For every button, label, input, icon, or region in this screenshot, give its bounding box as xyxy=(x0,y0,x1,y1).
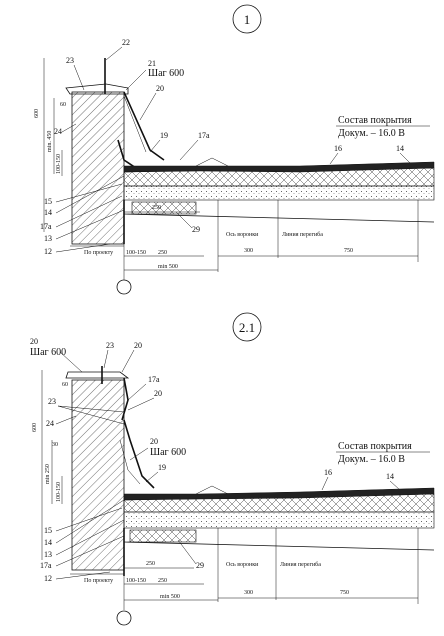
label-17a-top: 17а xyxy=(198,131,210,140)
label-15-2: 15 xyxy=(44,526,52,535)
label-14-right: 14 xyxy=(396,144,404,153)
dim-min500: min 500 xyxy=(158,264,178,270)
label-15: 15 xyxy=(44,197,52,206)
label-29-2: 29 xyxy=(196,561,204,570)
dim-250b-2: 250 xyxy=(158,578,167,584)
label-19: 19 xyxy=(160,131,168,140)
axis-marker-2 xyxy=(116,610,132,626)
diagram-2-title: 2.1 xyxy=(239,320,255,335)
roof-membrane xyxy=(123,161,435,173)
note-po-proektu-2: По проекту xyxy=(84,578,113,584)
note-os-voronki: Ось воронки xyxy=(226,232,259,238)
dim-min450: min. 450 xyxy=(47,131,53,152)
note-os-voronki-2: Ось воронки xyxy=(226,562,259,568)
label-20: 20 xyxy=(156,84,164,93)
diagram-1: 1 600 min. 450 100-150 60 23 xyxy=(34,4,435,295)
label-13-2: 13 xyxy=(44,550,52,559)
parapet-wall-2 xyxy=(71,379,125,571)
label-23: 23 xyxy=(66,56,74,65)
slanted-flashing-2 xyxy=(123,419,155,489)
label-29: 29 xyxy=(192,225,200,234)
concrete-slab-2 xyxy=(123,511,435,529)
slanted-flashing xyxy=(123,91,165,161)
dim-750: 750 xyxy=(344,248,353,254)
dim-300-2: 300 xyxy=(244,590,253,596)
label-20-2: 20 xyxy=(150,437,158,446)
label-16-2: 16 xyxy=(324,468,332,477)
dim-100-150: 100-150 xyxy=(126,250,146,256)
concrete-slab xyxy=(123,185,435,201)
label-12: 12 xyxy=(44,247,52,256)
label-24-2: 24 xyxy=(46,419,54,428)
parapet-cap xyxy=(65,83,129,95)
dim-750-2: 750 xyxy=(340,590,349,596)
dim-250-2: 250 xyxy=(146,561,155,567)
dim-60: 60 xyxy=(60,102,66,108)
dim-300: 300 xyxy=(244,248,253,254)
parapet-wall xyxy=(71,91,125,245)
dim-100-150-2: 100-150 xyxy=(126,578,146,584)
label-17a-2: 17а xyxy=(40,561,52,570)
dim-min250: min 250 xyxy=(45,464,51,484)
label-17a: 17а xyxy=(40,222,52,231)
dim-min500-2: min 500 xyxy=(160,594,180,600)
diagram-2-1: 2.1 600 min 250 30 100-150 60 20 Шаг 600… xyxy=(30,312,435,626)
note-liniya-2: Линия перегиба xyxy=(280,561,321,568)
label-step: Шаг 600 xyxy=(148,68,184,79)
label-step-2: Шаг 600 xyxy=(150,447,186,458)
dim-600: 600 xyxy=(34,109,40,118)
label-13: 13 xyxy=(44,234,52,243)
label-12-2: 12 xyxy=(44,574,52,583)
label-16: 16 xyxy=(334,144,342,153)
label-step-top: Шаг 600 xyxy=(30,347,66,358)
dim-100-150-v-2: 100-150 xyxy=(56,482,62,502)
label-20-top2: 20 xyxy=(134,341,142,350)
dim-30: 30 xyxy=(52,442,58,448)
label-21: 21 xyxy=(148,59,156,68)
note-dokum: Докум. – 16.0 В xyxy=(338,128,405,139)
axis-marker xyxy=(116,279,132,295)
note-sostav-2: Состав покрытия xyxy=(338,441,412,452)
label-14-right-2: 14 xyxy=(386,472,394,481)
diagram-1-title-badge: 1 xyxy=(232,4,262,34)
lower-insulation-2 xyxy=(129,529,197,543)
dim-60-2: 60 xyxy=(62,382,68,388)
label-23-top: 23 xyxy=(106,341,114,350)
dim-100-150-v: 100-150 xyxy=(56,154,62,174)
label-22: 22 xyxy=(122,38,130,47)
dim-600-2: 600 xyxy=(32,423,38,432)
note-dokum-2: Докум. – 16.0 В xyxy=(338,454,405,465)
roof-membrane-2 xyxy=(123,487,435,501)
label-20-top: 20 xyxy=(30,337,38,346)
diagram-1-title: 1 xyxy=(244,12,251,27)
label-17a-top-2: 17а xyxy=(148,375,160,384)
label-14: 14 xyxy=(44,208,52,217)
label-24: 24 xyxy=(54,127,62,136)
label-23-2: 23 xyxy=(48,397,56,406)
diagram-2-title-badge: 2.1 xyxy=(232,312,262,342)
dim-250: 250 xyxy=(152,205,161,211)
lower-insulation xyxy=(131,201,197,215)
note-sostav: Состав покрытия xyxy=(338,115,412,126)
dim-250b: 250 xyxy=(158,250,167,256)
parapet-cap-2 xyxy=(65,371,130,379)
note-liniya: Линия перегиба xyxy=(282,231,323,238)
note-po-proektu: По проекту xyxy=(84,250,113,256)
label-19-2: 19 xyxy=(158,463,166,472)
label-14-2: 14 xyxy=(44,538,52,547)
label-20-mid: 20 xyxy=(154,389,162,398)
